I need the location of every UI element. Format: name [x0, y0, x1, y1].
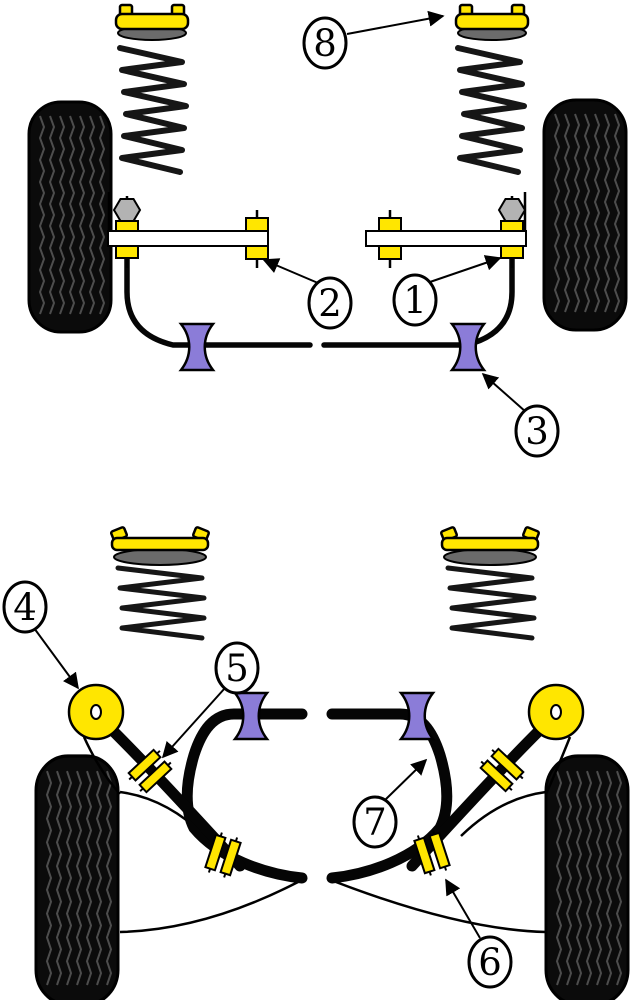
callout-7-circle — [352, 795, 398, 849]
callout-2: 2 — [262, 258, 353, 330]
callout-1: 1 — [392, 255, 502, 327]
spring-top-mount — [454, 12, 530, 31]
callout-2-arrow — [262, 258, 319, 284]
left-track-bar-assembly — [107, 192, 269, 268]
arm-outline — [335, 880, 547, 934]
right-track-bar-assembly — [365, 192, 527, 268]
callout-7-arrow — [384, 758, 428, 801]
lower-right-spring-assembly — [439, 526, 541, 641]
upper-right-tire — [542, 98, 628, 332]
suspension-arm-outlines — [82, 736, 572, 934]
inner-mount-right — [527, 683, 585, 741]
inner-bush-lower — [500, 245, 524, 259]
callout-7: 7 — [352, 758, 428, 849]
hex-nut — [112, 198, 142, 222]
lower-left-tire — [34, 754, 120, 1000]
callout-5: 5 — [161, 641, 260, 759]
callout-5-label: 5 — [225, 647, 249, 690]
track-bar — [107, 230, 269, 247]
spring-top-mount — [440, 536, 540, 552]
mount-hole — [90, 704, 102, 720]
callout-6-circle — [467, 935, 513, 989]
callout-8: 8 — [302, 10, 445, 70]
arm-outline — [82, 736, 121, 795]
callout-1-arrow — [426, 255, 502, 284]
lower-right-tire — [544, 754, 630, 1000]
outer-bush-lower — [378, 245, 402, 260]
inner-bush-upper — [500, 220, 524, 232]
callout-2-circle — [307, 276, 353, 330]
upper-left-spring-assembly — [114, 3, 190, 175]
inner-mount-left — [67, 683, 125, 741]
upper-left-tire — [27, 100, 113, 334]
callout-2-label: 2 — [318, 282, 342, 325]
outer-bush-upper — [378, 217, 402, 232]
outer-bush-lower — [245, 245, 269, 260]
callout-5-circle — [214, 641, 260, 695]
callout-4-arrow — [33, 627, 79, 690]
spring-seat — [443, 548, 537, 566]
callout-3-circle — [514, 404, 560, 458]
inner-bush-upper — [115, 220, 139, 232]
upper-right-spring-assembly — [454, 3, 530, 175]
track-bar — [365, 230, 527, 247]
callout-6: 6 — [445, 878, 513, 989]
callout-4-label: 4 — [13, 586, 37, 629]
callout-6-label: 6 — [478, 941, 502, 984]
callout-8-arrow — [346, 10, 445, 35]
callout-7-label: 7 — [363, 801, 387, 844]
callout-6-arrow — [445, 878, 481, 939]
callout-3: 3 — [481, 372, 560, 458]
callout-3-arrow — [481, 372, 527, 413]
arm-outline — [119, 880, 299, 934]
hex-nut — [497, 198, 527, 222]
spring-top-mount — [110, 536, 210, 552]
upper-diagram: 8 2 1 3 — [27, 3, 628, 458]
coil-spring — [445, 565, 537, 641]
callout-1-label: 1 — [403, 279, 427, 322]
callout-4: 4 — [2, 580, 79, 690]
callout-8-circle — [302, 16, 348, 70]
coil-spring — [115, 565, 207, 641]
spring-top-mount — [114, 12, 190, 31]
callout-8-label: 8 — [313, 22, 337, 65]
arm-outline — [544, 736, 572, 795]
mount-hole — [550, 704, 562, 720]
inner-bush-lower — [115, 245, 139, 259]
outer-bush-upper — [245, 217, 269, 232]
spring-seat — [113, 548, 207, 566]
callout-1-circle — [392, 273, 438, 327]
arm-outline — [460, 790, 547, 837]
callout-4-circle — [2, 580, 48, 634]
callout-3-label: 3 — [525, 410, 549, 453]
anti-roll-bar-left — [124, 249, 313, 348]
lower-diagram: 4 5 7 6 — [2, 526, 630, 1000]
lower-left-spring-assembly — [109, 526, 211, 641]
callout-5-arrow — [161, 687, 226, 759]
coil-spring — [455, 45, 527, 175]
coil-spring — [117, 45, 189, 175]
